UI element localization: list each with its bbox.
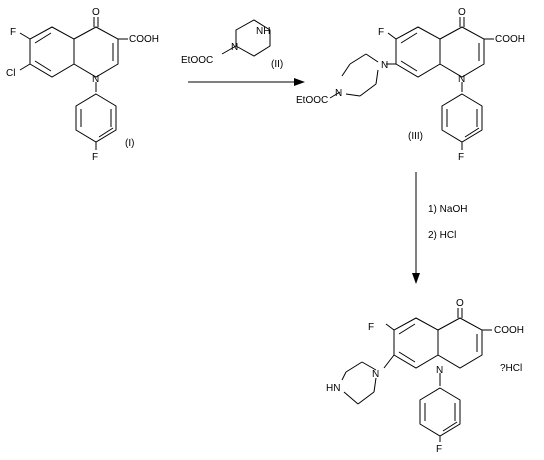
product-para-f-atom: F [436,444,442,455]
compound-iii-f-atom: F [378,27,384,38]
compound-iii-piperazine-n2-atom: N [335,88,342,99]
compound-i-para-f-atom: F [92,152,98,163]
compound-iii-structure [329,17,494,150]
reagent-ii-nh-atom: NH [256,26,270,37]
compound-i-o-atom: O [92,7,100,18]
step2-condition-2: 2) HCl [428,230,456,241]
compound-i-label: (I) [125,138,134,149]
step2-condition-1: 1) NaOH [428,204,467,215]
reagent-ii-etooc-label: EtOOC [181,55,213,66]
product-cooh-label: COOH [494,325,524,336]
reagent-ii-label: (II) [271,59,283,70]
compound-iii-etooc-label: EtOOC [296,95,328,106]
reaction-arrow-1 [188,78,305,86]
compound-iii-piperazine-n-atom: N [381,60,388,71]
compound-i-cooh-label: COOH [129,34,159,45]
compound-iii-n1-atom: N [458,74,465,85]
product-o-atom: O [456,298,464,309]
reaction-arrow-2 [412,172,420,284]
product-nh-label: HN [326,383,340,394]
product-salt-label: ?HCl [500,363,522,374]
compound-i-structure [19,17,128,150]
compound-i-n-atom: N [92,74,99,85]
compound-iii-label: (III) [408,131,423,142]
compound-iii-cooh-label: COOH [495,34,525,45]
compound-iii-para-f-atom: F [458,152,464,163]
reagent-ii-n-atom: N [231,42,238,53]
compound-iii-o-atom: O [458,7,466,18]
product-piperazine-n-atom: N [372,369,379,380]
reagent-ii-structure [221,19,271,57]
compound-i-f-atom: F [10,27,16,38]
product-f-atom: F [368,322,374,333]
product-structure [341,308,492,442]
compound-i-cl-atom: Cl [6,68,15,79]
product-n1-atom: N [436,365,443,376]
